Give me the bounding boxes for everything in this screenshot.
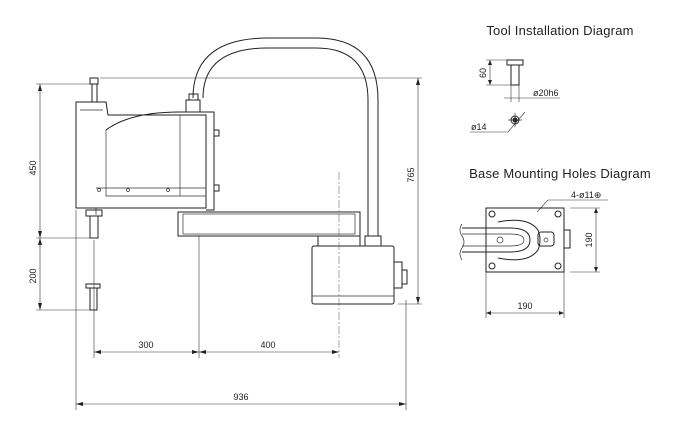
base-dim-holes: 4-ø11⊕ bbox=[571, 190, 601, 200]
tool-end bbox=[85, 283, 101, 289]
base-connector bbox=[393, 261, 403, 289]
dim-label-300: 300 bbox=[138, 340, 153, 350]
dim-label-400: 400 bbox=[260, 340, 275, 350]
scara-robot-side-view: 450 200 765 300 400 936 bbox=[28, 37, 422, 410]
mount-hole bbox=[488, 210, 496, 218]
cable-tube-outer bbox=[192, 37, 379, 236]
shaft-lower-flange bbox=[85, 209, 103, 217]
cable-connector-bottom bbox=[364, 235, 382, 247]
cable-tube-inner bbox=[202, 47, 369, 236]
arm-top-cover bbox=[105, 111, 215, 211]
tool-shaft bbox=[510, 64, 520, 86]
base-dim-height: 190 bbox=[584, 232, 594, 247]
tool-dim-hole: ø14 bbox=[471, 122, 487, 132]
base-plate bbox=[485, 207, 565, 273]
shaft-lower bbox=[89, 215, 99, 239]
base-body bbox=[311, 245, 395, 305]
dim-label-200: 200 bbox=[28, 268, 38, 283]
dim-label-936: 936 bbox=[233, 392, 248, 402]
tool-installation-diagram: Tool Installation Diagram 60 ø20h6 ø14 bbox=[470, 23, 633, 133]
tool-dim-shaft: ø20h6 bbox=[533, 88, 559, 98]
shaft-upper bbox=[91, 83, 98, 103]
mount-hole bbox=[488, 262, 496, 270]
tool-installation-title: Tool Installation Diagram bbox=[486, 23, 633, 38]
base-mounting-title: Base Mounting Holes Diagram bbox=[469, 166, 651, 181]
dim-label-765: 765 bbox=[406, 167, 416, 182]
mount-hole bbox=[554, 210, 562, 218]
tool-dim-60: 60 bbox=[478, 68, 488, 78]
arm2-housing bbox=[75, 101, 207, 209]
shaft-top-cap bbox=[89, 77, 99, 85]
arm1 bbox=[177, 211, 361, 237]
base-mounting-diagram: Base Mounting Holes Diagram 4-ø11⊕ 190 bbox=[459, 166, 651, 318]
base-arm-outline bbox=[462, 227, 531, 253]
cable-connector-top bbox=[185, 99, 201, 113]
dim-label-450: 450 bbox=[28, 160, 38, 175]
base-dim-width: 190 bbox=[517, 301, 532, 311]
mount-hole bbox=[554, 262, 562, 270]
tool-flange bbox=[506, 59, 524, 66]
